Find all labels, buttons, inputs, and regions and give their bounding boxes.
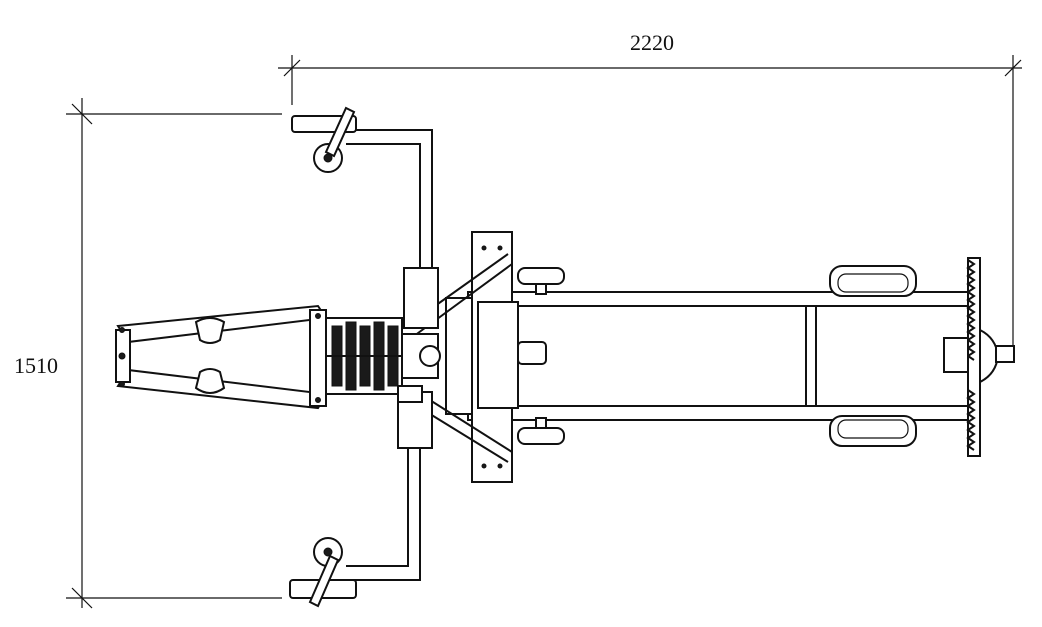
bolt bbox=[497, 245, 503, 251]
height-dimension-label: 1510 bbox=[14, 353, 58, 378]
cutter-head bbox=[325, 317, 441, 403]
bolt bbox=[497, 463, 503, 469]
gearbox-flange bbox=[445, 297, 473, 415]
frame-wheel-bottom-axle bbox=[535, 417, 547, 429]
rear-bearing-block bbox=[943, 337, 969, 373]
width-tick-right bbox=[1004, 59, 1022, 77]
front-gripper bbox=[115, 304, 328, 410]
handle-bottom-inner bbox=[837, 419, 909, 439]
width-dimension-label: 2220 bbox=[630, 30, 674, 55]
handle-bottom bbox=[829, 415, 917, 447]
frame-wheel-bottom bbox=[517, 417, 565, 445]
gearbox-housing bbox=[477, 301, 519, 409]
upper-arm-outer bbox=[346, 129, 433, 290]
gripper-knuckle-upper bbox=[194, 317, 226, 344]
lower-arm-inner bbox=[346, 430, 409, 567]
rear-shaft bbox=[995, 345, 1015, 363]
bolt bbox=[315, 397, 321, 403]
lower-outrigger bbox=[289, 391, 433, 608]
lower-arm-outer bbox=[346, 430, 421, 581]
height-dimension: 1510 bbox=[14, 98, 282, 609]
lower-wheel-fork bbox=[308, 554, 340, 608]
lower-wheel-axle bbox=[323, 547, 333, 557]
gripper-knuckle-lower bbox=[194, 368, 226, 394]
handle-top-inner bbox=[837, 273, 909, 293]
frame-wheel-top-tire bbox=[517, 267, 565, 285]
rear-chain-teeth-top bbox=[966, 259, 976, 361]
gripper-tip-pin bbox=[118, 352, 126, 360]
width-tick-left bbox=[283, 59, 301, 77]
frame-wheel-top-axle bbox=[535, 283, 547, 295]
bolt bbox=[481, 463, 487, 469]
bolt bbox=[481, 245, 487, 251]
cutter-pivot-block bbox=[397, 385, 423, 403]
handle-top bbox=[829, 265, 917, 297]
upper-arm-inner bbox=[346, 143, 421, 290]
upper-arm-bracket bbox=[403, 267, 439, 329]
height-tick-bottom bbox=[71, 587, 93, 609]
gearbox-output bbox=[517, 341, 547, 365]
rear-drive-assembly bbox=[943, 257, 1015, 457]
bolt bbox=[119, 381, 125, 387]
height-tick-top bbox=[71, 103, 93, 125]
main-frame-outline bbox=[467, 291, 979, 421]
frame-wheel-top bbox=[517, 267, 565, 295]
cutter-coupling-hub bbox=[419, 345, 441, 367]
frame-wheel-bottom-tire bbox=[517, 427, 565, 445]
upper-outrigger bbox=[291, 106, 439, 329]
upper-wheel-fork bbox=[324, 106, 356, 158]
rear-chain-teeth-bottom bbox=[966, 389, 976, 451]
bolt bbox=[119, 327, 125, 333]
gripper-mount bbox=[309, 309, 327, 407]
width-dimension: 2220 bbox=[278, 30, 1022, 345]
bolt bbox=[315, 313, 321, 319]
